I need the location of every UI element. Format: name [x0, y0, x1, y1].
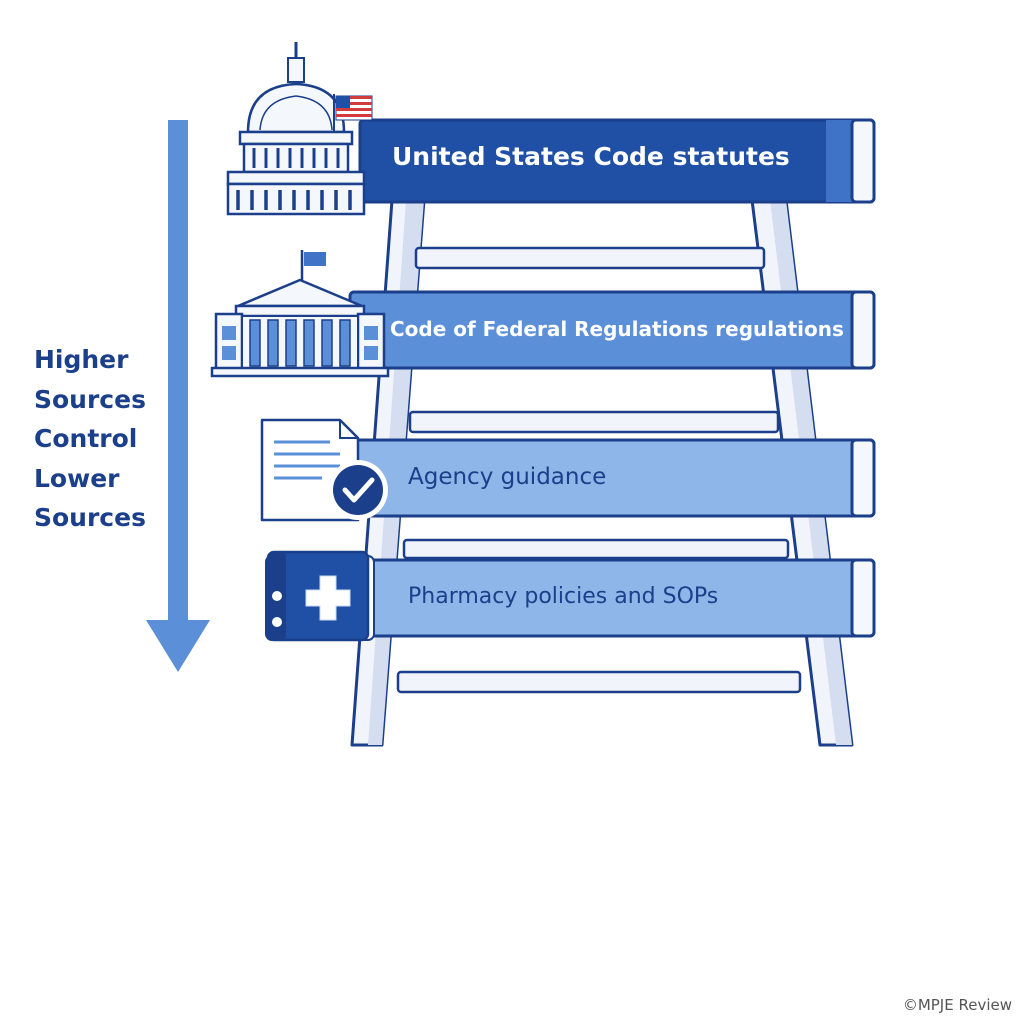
level-3-label: Agency guidance [408, 464, 607, 490]
ladder-rungs [396, 246, 802, 694]
level-2-label: Code of Federal Regulations regulations [390, 317, 844, 341]
hierarchy-side-label: Higher Sources Control Lower Sources [34, 340, 146, 538]
side-label-line: Lower [34, 463, 120, 493]
copyright-credit: ©MPJE Review [902, 996, 1012, 1014]
level-1-label: United States Code statutes [392, 142, 790, 171]
side-label-line: Higher [34, 345, 129, 374]
side-label-line: Sources [34, 503, 146, 532]
side-label-line: Sources [34, 384, 146, 414]
level-4-label: Pharmacy policies and SOPs [408, 584, 719, 609]
side-label-line: Control [34, 424, 138, 453]
